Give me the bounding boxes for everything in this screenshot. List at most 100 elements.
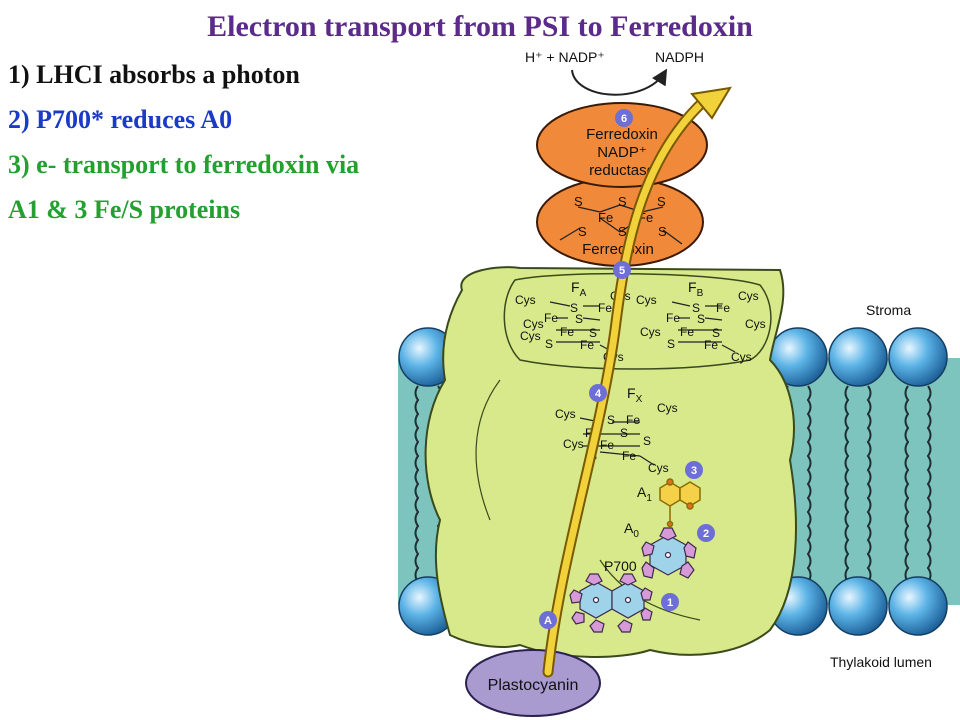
electron-path	[544, 96, 709, 676]
step-badges: 6 5 4 3 2 1A	[539, 109, 715, 629]
fnr-label-2: NADP⁺	[597, 144, 647, 161]
svg-text:Cys: Cys	[640, 325, 661, 339]
step-badge	[661, 593, 679, 611]
step-badge-label: A	[544, 615, 552, 627]
plastocyanin-label: Plastocyanin	[488, 677, 579, 694]
p700-label: P700	[604, 558, 637, 574]
svg-text:Fe: Fe	[560, 325, 574, 339]
svg-text:Fe: Fe	[544, 311, 558, 325]
svg-text:Fe: Fe	[680, 325, 694, 339]
svg-text:Cys: Cys	[657, 401, 678, 415]
svg-text:S: S	[545, 337, 553, 351]
step-badge-label: 3	[691, 465, 697, 477]
reaction-product: NADPH	[655, 49, 704, 65]
lipid-tail	[926, 385, 932, 583]
ferredoxin-label: Ferredoxin	[582, 241, 654, 258]
step-badge	[589, 384, 607, 402]
svg-text:FX: FX	[627, 385, 643, 405]
reaction-reactants: H⁺ + NADP⁺	[525, 49, 605, 65]
fb-bonds	[671, 301, 736, 353]
a0-chlorophyll	[641, 527, 697, 579]
lipid-head	[888, 576, 948, 636]
svg-text:Cys: Cys	[563, 437, 584, 451]
step-3-line-2: A1 & 3 Fe/S proteins	[8, 195, 241, 224]
fnr	[536, 102, 708, 188]
svg-text:Cys: Cys	[738, 289, 759, 303]
fx-label: FX	[627, 385, 643, 405]
plastocyanin	[465, 649, 601, 717]
svg-text:S: S	[658, 224, 667, 239]
svg-text:Cys: Cys	[520, 329, 541, 343]
svg-text:S: S	[620, 426, 628, 440]
electron-path-arrowhead	[690, 86, 732, 120]
svg-text:S: S	[697, 312, 705, 326]
fnr-label-1: Ferredoxin	[586, 126, 658, 143]
svg-text:Fe: Fe	[704, 338, 718, 352]
step-badge-label: 4	[595, 388, 602, 400]
step-1: 1) LHCI absorbs a photon	[8, 60, 300, 89]
svg-text:Cys: Cys	[648, 461, 669, 475]
lipid-head	[888, 327, 948, 387]
step-badge	[613, 261, 631, 279]
step-badge-label: 2	[703, 528, 709, 540]
svg-text:S: S	[575, 312, 583, 326]
reaction-arrow	[571, 68, 668, 96]
step-badge-label: 1	[667, 597, 673, 609]
step-3-line-1: 3) e- transport to ferredoxin via	[8, 150, 360, 179]
slide-title: Electron transport from PSI to Ferredoxi…	[207, 10, 753, 43]
lipid-tail	[844, 385, 850, 583]
a1-quinone	[659, 478, 701, 528]
ferredoxin-atoms: S Fe S Fe S S S S	[574, 194, 667, 239]
svg-text:Fe: Fe	[622, 449, 636, 463]
svg-text:S: S	[657, 194, 666, 209]
lipid-tail	[806, 385, 812, 583]
a1-label: A1	[637, 484, 652, 504]
stroma-label: Stroma	[866, 302, 911, 318]
svg-text:S: S	[578, 224, 587, 239]
svg-text:Cys: Cys	[523, 317, 544, 331]
svg-text:S: S	[643, 434, 651, 448]
svg-text:A0: A0	[624, 520, 639, 540]
step-2: 2) P700* reduces A0	[8, 105, 233, 134]
step-badge	[539, 611, 557, 629]
step-badge	[615, 109, 633, 127]
svg-text:Cys: Cys	[745, 317, 766, 331]
svg-text:S: S	[667, 337, 675, 351]
svg-text:A1: A1	[637, 484, 652, 504]
lipid-tail	[866, 385, 872, 583]
svg-text:Cys: Cys	[636, 293, 657, 307]
step-badge-label: 5	[619, 265, 625, 277]
svg-text:S: S	[618, 194, 627, 209]
svg-text:Fe: Fe	[598, 301, 612, 315]
svg-text:S: S	[618, 224, 627, 239]
step-badge	[685, 461, 703, 479]
svg-text:S: S	[574, 194, 583, 209]
lumen-label: Thylakoid lumen	[830, 654, 932, 670]
fnr-label-3: reductase	[589, 162, 655, 179]
lipid-head	[828, 327, 888, 387]
step-badge-label: 6	[621, 113, 627, 125]
fb-atoms: Cys S Fe Cys Fe S Cys Cys Fe S S Fe Cys	[636, 289, 766, 364]
svg-text:S: S	[692, 301, 700, 315]
lipid-heads	[398, 327, 948, 636]
a0-label: A0	[624, 520, 639, 540]
svg-text:Fe: Fe	[580, 338, 594, 352]
svg-text:S: S	[607, 413, 615, 427]
svg-text:S: S	[570, 301, 578, 315]
lipid-head	[828, 576, 888, 636]
lipid-tail	[904, 385, 910, 583]
lipid-tail	[414, 385, 420, 583]
svg-text:Fe: Fe	[600, 438, 614, 452]
svg-text:Fe: Fe	[598, 210, 613, 225]
psi-protein	[424, 266, 797, 658]
svg-text:FB: FB	[688, 279, 704, 299]
stromal-subunit-outline	[503, 272, 772, 370]
svg-text:S: S	[589, 326, 597, 340]
p700-special-pair	[569, 573, 653, 633]
svg-text:Cys: Cys	[515, 293, 536, 307]
svg-text:Fe: Fe	[666, 311, 680, 325]
svg-text:Fe: Fe	[716, 301, 730, 315]
svg-text:S: S	[712, 326, 720, 340]
svg-text:Fe: Fe	[626, 413, 640, 427]
